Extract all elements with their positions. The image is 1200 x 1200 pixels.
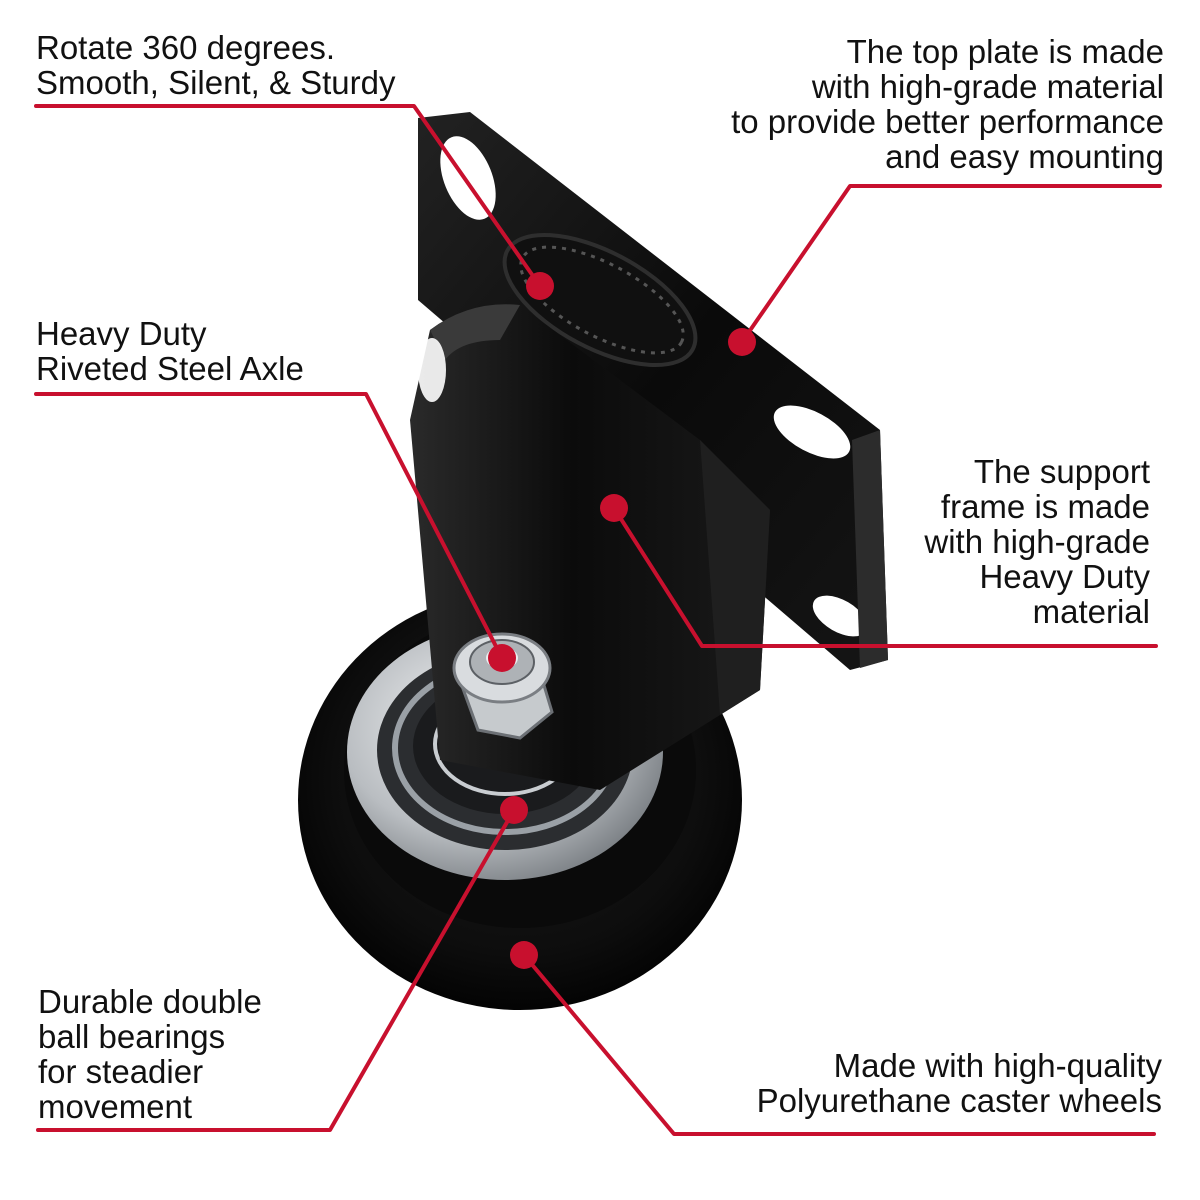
label-line: Riveted Steel Axle <box>36 350 304 387</box>
rotate-label: Rotate 360 degrees.Smooth, Silent, & Stu… <box>36 30 396 100</box>
label-line: Rotate 360 degrees. <box>36 29 336 66</box>
wheels-leader <box>522 953 1156 1136</box>
bearings-leader <box>36 808 516 1132</box>
callout-dots <box>488 272 756 969</box>
label-line: for steadier <box>38 1053 204 1090</box>
mounting-hole <box>773 405 851 459</box>
label-line: Made with high-quality <box>833 1047 1162 1084</box>
rotate-leader <box>34 104 542 288</box>
label-line: Polyurethane caster wheels <box>756 1082 1162 1119</box>
axle-dot <box>488 644 516 672</box>
label-line: ball bearings <box>38 1018 226 1055</box>
swivel-ring <box>502 232 698 368</box>
label-line: The support <box>973 453 1150 490</box>
label-line: to provide better performance <box>731 103 1164 140</box>
rotate-dot <box>526 272 554 300</box>
top-plate-dot <box>728 328 756 356</box>
mounting-hole <box>812 595 868 637</box>
bearings-dot <box>500 796 528 824</box>
label-line: movement <box>38 1088 193 1125</box>
wheels-dot <box>510 941 538 969</box>
label-line: Smooth, Silent, & Sturdy <box>36 64 396 101</box>
support-frame-dot <box>600 494 628 522</box>
label-line: material <box>1032 593 1150 630</box>
label-line: with high-grade <box>924 523 1150 560</box>
label-line: Heavy Duty <box>979 558 1150 595</box>
label-line: Durable double <box>38 983 262 1020</box>
callout-lines <box>34 104 1162 1136</box>
label-line: Heavy Duty <box>36 315 207 352</box>
support-frame-leader <box>612 506 1158 648</box>
label-line: and easy mounting <box>885 138 1164 175</box>
mounting-hole <box>440 136 496 220</box>
axle-leader <box>34 392 504 660</box>
top-plate-leader <box>740 184 1162 344</box>
label-line: with high-grade material <box>811 68 1164 105</box>
label-line: The top plate is made <box>846 33 1164 70</box>
label-line: frame is made <box>940 488 1150 525</box>
